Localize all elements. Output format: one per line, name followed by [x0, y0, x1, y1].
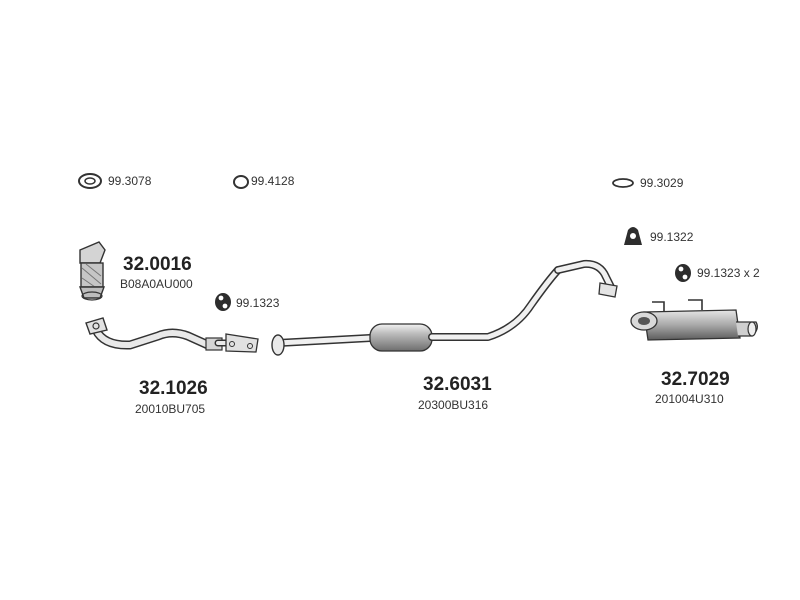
rubber-hanger-double-icon [675, 264, 691, 282]
hanger-part-number: 99.1322 [650, 230, 694, 244]
middle-silencer-part [271, 259, 618, 356]
rear-silencer-part [630, 299, 758, 341]
gasket-icon [612, 178, 634, 188]
front-pipe-part-number: 32.1026 [139, 378, 208, 399]
o-ring-icon [233, 175, 249, 189]
catalyst-oem-number: B08A0AU000 [120, 277, 193, 291]
catalyst-part-number: 32.0016 [123, 254, 192, 275]
clamp-ring-part-number: 99.3078 [108, 174, 152, 188]
hanger-small-part-number: 99.1323 [236, 296, 280, 310]
front-pipe-oem-number: 20010BU705 [135, 402, 206, 416]
catalyst-part [79, 241, 106, 301]
rubber-hanger-icon [624, 227, 642, 245]
rear-silencer-oem-number: 201004U310 [655, 392, 724, 406]
hanger-double-part-number: 99.1323 x 2 [697, 266, 760, 280]
o-ring-part-number: 99.4128 [251, 174, 295, 188]
clamp-ring-icon [78, 173, 102, 189]
middle-silencer-part-number: 32.6031 [423, 374, 492, 395]
gasket-part-number: 99.3029 [640, 176, 684, 190]
rubber-hanger-small-icon [215, 293, 231, 311]
middle-silencer-oem-number: 20300BU316 [418, 398, 489, 412]
rear-silencer-part-number: 32.7029 [661, 369, 730, 390]
front-pipe-part [85, 317, 259, 353]
